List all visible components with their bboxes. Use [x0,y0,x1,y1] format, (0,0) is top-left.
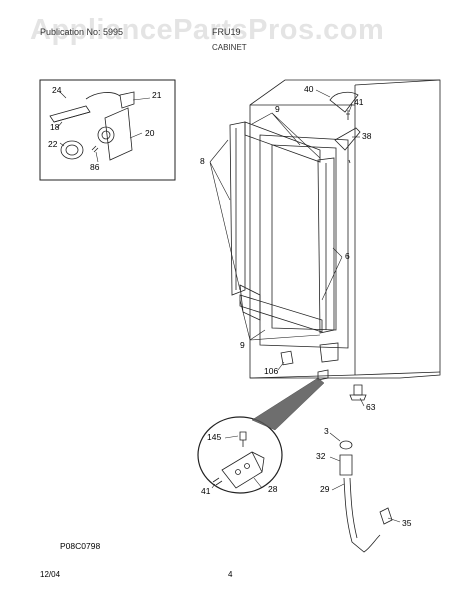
light-socket-part [97,126,115,144]
model-number: FRU19 [212,27,241,37]
callout-145: 145 [207,432,222,442]
light-switch-part [119,91,135,109]
light-bracket-part [104,107,133,161]
footer-date: 12/04 [40,570,61,579]
handle-cap [339,440,353,450]
page-number: 4 [228,570,233,579]
publication-number: Publication No: 5995 [40,27,124,37]
callout-9-top: 9 [275,104,280,114]
cabinet-liner [259,134,349,349]
callout-41-detail: 41 [201,486,211,496]
callout-6: 6 [345,251,350,261]
light-bulb-part [60,140,84,160]
door-handle [343,477,381,553]
callout-18: 18 [50,122,60,132]
top-hinge-cover [329,91,359,113]
part-106 [280,350,294,366]
handle-bushing [339,454,353,476]
callout-21: 21 [152,90,162,100]
watermark: AppliancePartsPros.com [30,14,385,46]
hinge-detail-circle [197,416,283,494]
breaker-strip-bottom [239,294,323,333]
callout-63: 63 [366,402,376,412]
detail-hinge-bracket [221,451,265,489]
section-title: CABINET [212,43,247,52]
detail-pin-145 [239,431,247,441]
detail-pointer-beam [251,377,325,431]
lower-hinge [319,342,339,363]
callout-3: 3 [324,426,329,436]
breaker-strip-left [229,121,246,296]
top-hinge [334,127,361,151]
callout-8: 8 [200,156,205,166]
leveling-leg [353,384,363,396]
callout-86: 86 [90,162,100,172]
breaker-strip-right [317,157,335,334]
breaker-strip-top [244,121,321,163]
light-assembly-inset-box [39,79,176,181]
diagram-code: P08C0798 [60,541,101,551]
callout-24: 24 [52,85,62,95]
detail-screw-41 [212,477,223,486]
handle-clip [379,507,393,525]
callout-22: 22 [48,139,58,149]
cabinet-outline [249,79,441,379]
callout-38: 38 [362,131,372,141]
callout-32: 32 [316,451,326,461]
callout-leader-lines [56,89,401,523]
callout-29: 29 [320,484,330,494]
callout-20: 20 [145,128,155,138]
callout-9-bottom: 9 [240,340,245,350]
callout-106: 106 [264,366,279,376]
callout-28: 28 [268,484,278,494]
callout-41-top: 41 [354,97,364,107]
callout-40: 40 [304,84,314,94]
callout-35: 35 [402,518,412,528]
